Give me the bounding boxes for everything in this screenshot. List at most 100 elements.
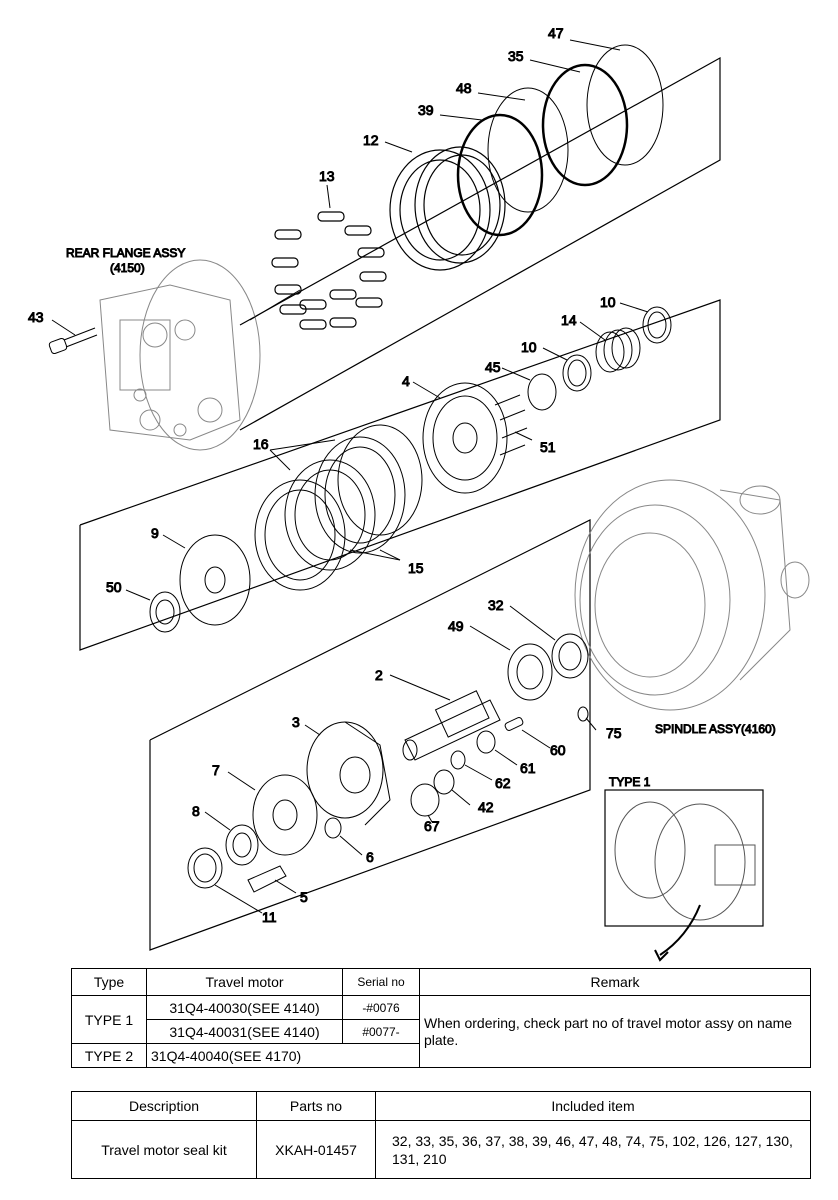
cell-included-items: 32, 33, 35, 36, 37, 38, 39, 46, 47, 48, … [375,1120,811,1179]
callout-4: 4 [402,373,410,389]
pin-62 [450,750,466,770]
travel-motor-type-table: Type Travel motor Serial no Remark TYPE … [71,968,811,1068]
type1-arrow-head [654,949,669,962]
callout-8: 8 [192,803,200,819]
header-remark: Remark [419,968,811,996]
spindle-label: SPINDLE ASSY(4160) [655,722,776,736]
bearing-49 [507,643,553,701]
backup-ring-47 [586,44,664,166]
type1-motor-image [614,801,756,921]
callout-16: 16 [253,436,269,452]
group-frame-middle [79,299,721,651]
callout-42: 42 [478,799,494,815]
cell-serial-2: #0077- [342,1019,420,1044]
callout-60: 60 [550,742,566,758]
header-parts-no: Parts no [256,1091,376,1121]
header-description: Description [71,1091,257,1121]
callout-32: 32 [488,597,504,613]
cell-motor-2: 31Q4-40031(SEE 4140) [146,1019,343,1044]
piston-12 [389,146,506,271]
cell-description: Travel motor seal kit [71,1120,257,1179]
o-ring-35 [541,63,629,187]
rear-flange-label: REAR FLANGE ASSY [66,246,185,260]
cell-serial-1: -#0076 [342,995,420,1020]
callout-6: 6 [366,849,374,865]
friction-plates [254,424,423,591]
callout-43: 43 [28,309,44,325]
callout-47: 47 [548,25,564,41]
callout-13: 13 [319,168,335,184]
exploded-view-diagram: 47 35 48 39 12 13 REAR FLANGE ASSY (4150… [28,25,810,962]
callout-14: 14 [561,312,577,328]
valve-plate-4 [422,382,528,494]
backup-ring-48 [487,87,569,213]
cell-remark: When ordering, check part no of travel m… [419,995,811,1068]
callout-62: 62 [495,775,511,791]
callout-35: 35 [508,48,524,64]
cell-type1: TYPE 1 [71,995,147,1044]
callout-7: 7 [212,762,220,778]
ring-10-right-inner [647,311,667,339]
pin-42 [433,769,455,795]
leader-lines [51,39,649,914]
header-travel-motor: Travel motor [146,968,343,996]
ring-10-left [562,354,592,392]
callout-51: 51 [540,439,556,455]
shaft-2 [402,690,501,761]
callout-2: 2 [375,667,383,683]
ball-67 [410,783,440,817]
spring-60 [504,717,524,731]
ring-10-right [642,306,672,344]
callout-15: 15 [408,560,424,576]
cell-motor-1: 31Q4-40030(SEE 4140) [146,995,343,1020]
callout-39: 39 [418,102,434,118]
spindle-assy [574,479,810,711]
callout-3: 3 [292,714,300,730]
ball-guide-8 [225,824,259,866]
header-serial-no: Serial no [342,968,420,996]
group-frame-top [239,56,721,431]
callout-5: 5 [300,889,308,905]
cell-parts-no: XKAH-01457 [256,1120,376,1179]
callout-50: 50 [106,579,122,595]
ring-10-left-inner [567,359,587,387]
seal-kit-table: Description Parts no Included item Trave… [71,1091,811,1179]
callout-12: 12 [363,132,379,148]
plate-9 [179,534,251,626]
callout-67: 67 [424,818,440,834]
type1-label: TYPE 1 [609,775,651,789]
group-frame-bottom [149,519,591,951]
rear-flange-assy [99,259,261,451]
oil-seal-32 [551,633,589,679]
snap-ring-11 [187,847,223,889]
callout-11: 11 [262,909,277,925]
spring-14 [595,327,641,373]
header-included-item: Included item [375,1091,811,1121]
pin-61 [476,730,496,754]
callout-49: 49 [448,618,464,634]
bearing-50 [149,591,181,633]
callout-9: 9 [151,525,159,541]
cell-type2: TYPE 2 [71,1043,147,1068]
callout-75: 75 [606,725,622,741]
callout-10-right: 10 [600,294,616,310]
plug-75 [577,706,589,722]
cell-motor-3: 31Q4-40040(SEE 4170) [146,1043,420,1068]
piston-5 [247,865,287,893]
cylinder-block-3 [306,721,391,826]
type1-arrow [659,904,701,956]
retainer-plate-7 [252,774,318,856]
callout-48: 48 [456,80,472,96]
rear-flange-code: (4150) [110,261,145,275]
callout-10-left: 10 [521,339,537,355]
callout-61: 61 [520,760,536,776]
bolt-43 [48,327,98,355]
snap-ring-45 [527,373,557,411]
type1-box [604,789,764,927]
pin-6 [324,817,342,839]
o-ring-39 [456,113,544,237]
callout-45: 45 [485,359,501,375]
header-type: Type [71,968,147,996]
springs-13 [271,211,387,330]
